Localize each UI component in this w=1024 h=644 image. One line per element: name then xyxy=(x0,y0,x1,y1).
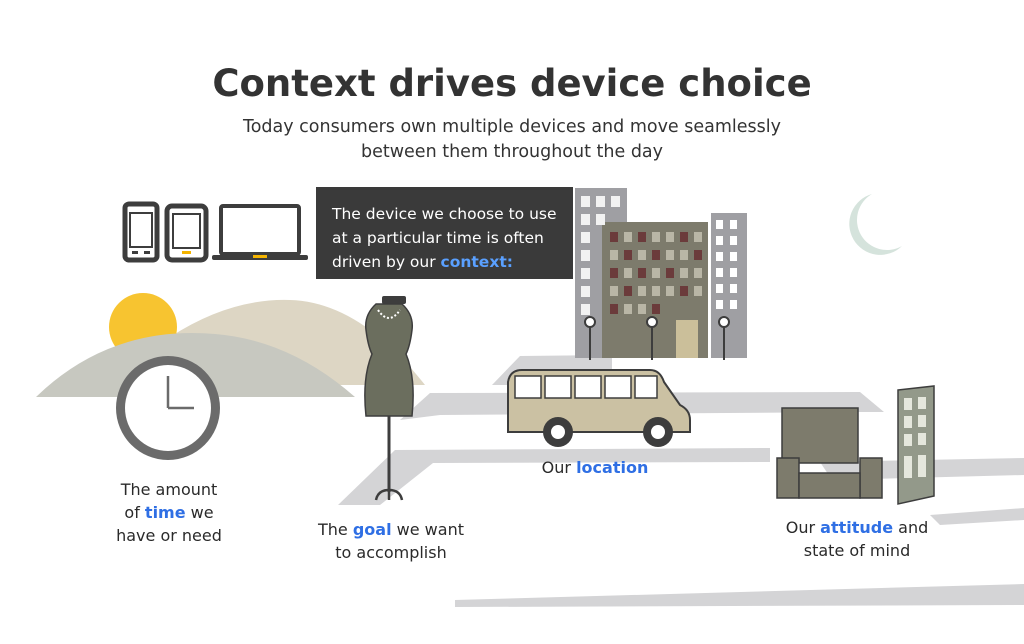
context-callout-box: The device we choose to use at a particu… xyxy=(316,187,573,279)
caption-attitude: Our attitude and state of mind xyxy=(772,516,942,562)
caption-goal-line2: to accomplish xyxy=(335,543,447,562)
caption-time-line1: The amount xyxy=(120,480,218,499)
page-title: Context drives device choice xyxy=(212,62,812,105)
caption-attitude-post: and xyxy=(893,518,929,537)
caption-goal: The goal we want to accomplish xyxy=(306,518,476,564)
door-icon xyxy=(897,385,935,505)
caption-goal-highlight: goal xyxy=(352,520,392,539)
building-right-windows xyxy=(716,220,737,309)
road-lower-left xyxy=(338,448,770,505)
smartphone-icon xyxy=(122,201,160,263)
page-subtitle: Today consumers own multiple devices and… xyxy=(242,117,781,162)
caption-location-pre: Our xyxy=(541,458,577,477)
tablet-icon xyxy=(164,203,209,263)
caption-attitude-line1: Our attitude and xyxy=(772,516,942,539)
building-main-windows xyxy=(610,232,702,314)
caption-time: The amount of time we have or need xyxy=(104,478,234,547)
dress-form-icon xyxy=(364,296,414,501)
street-lamps xyxy=(584,316,730,360)
caption-attitude-highlight: attitude xyxy=(820,518,894,537)
road-right xyxy=(455,584,1024,607)
caption-goal-pre: The xyxy=(318,520,353,539)
road-far-right xyxy=(930,508,1024,525)
caption-time-line3: have or need xyxy=(116,526,222,545)
armchair-icon xyxy=(776,407,883,499)
caption-location-highlight: location xyxy=(576,458,649,477)
moon-icon xyxy=(849,194,902,255)
caption-time-post: we xyxy=(185,503,214,522)
callout-text-body: The device we choose to use at a particu… xyxy=(332,205,557,271)
callout-text: The device we choose to use at a particu… xyxy=(332,202,568,274)
bus-icon xyxy=(507,369,691,447)
laptop-icon xyxy=(212,204,308,260)
clock-icon xyxy=(116,356,220,460)
caption-goal-line1: The goal we want xyxy=(306,518,476,541)
caption-time-highlight: time xyxy=(144,503,186,522)
caption-goal-post: we want xyxy=(391,520,464,539)
building-door xyxy=(676,320,698,358)
device-icons xyxy=(122,201,308,263)
buildings xyxy=(575,188,747,360)
caption-time-line2: of time we xyxy=(104,501,234,524)
caption-attitude-line2: state of mind xyxy=(803,541,911,560)
building-back-windows xyxy=(581,196,620,315)
callout-highlight: context: xyxy=(440,253,513,271)
caption-attitude-pre: Our xyxy=(785,518,821,537)
caption-time-pre: of xyxy=(124,503,145,522)
caption-location: Our location xyxy=(520,456,670,479)
